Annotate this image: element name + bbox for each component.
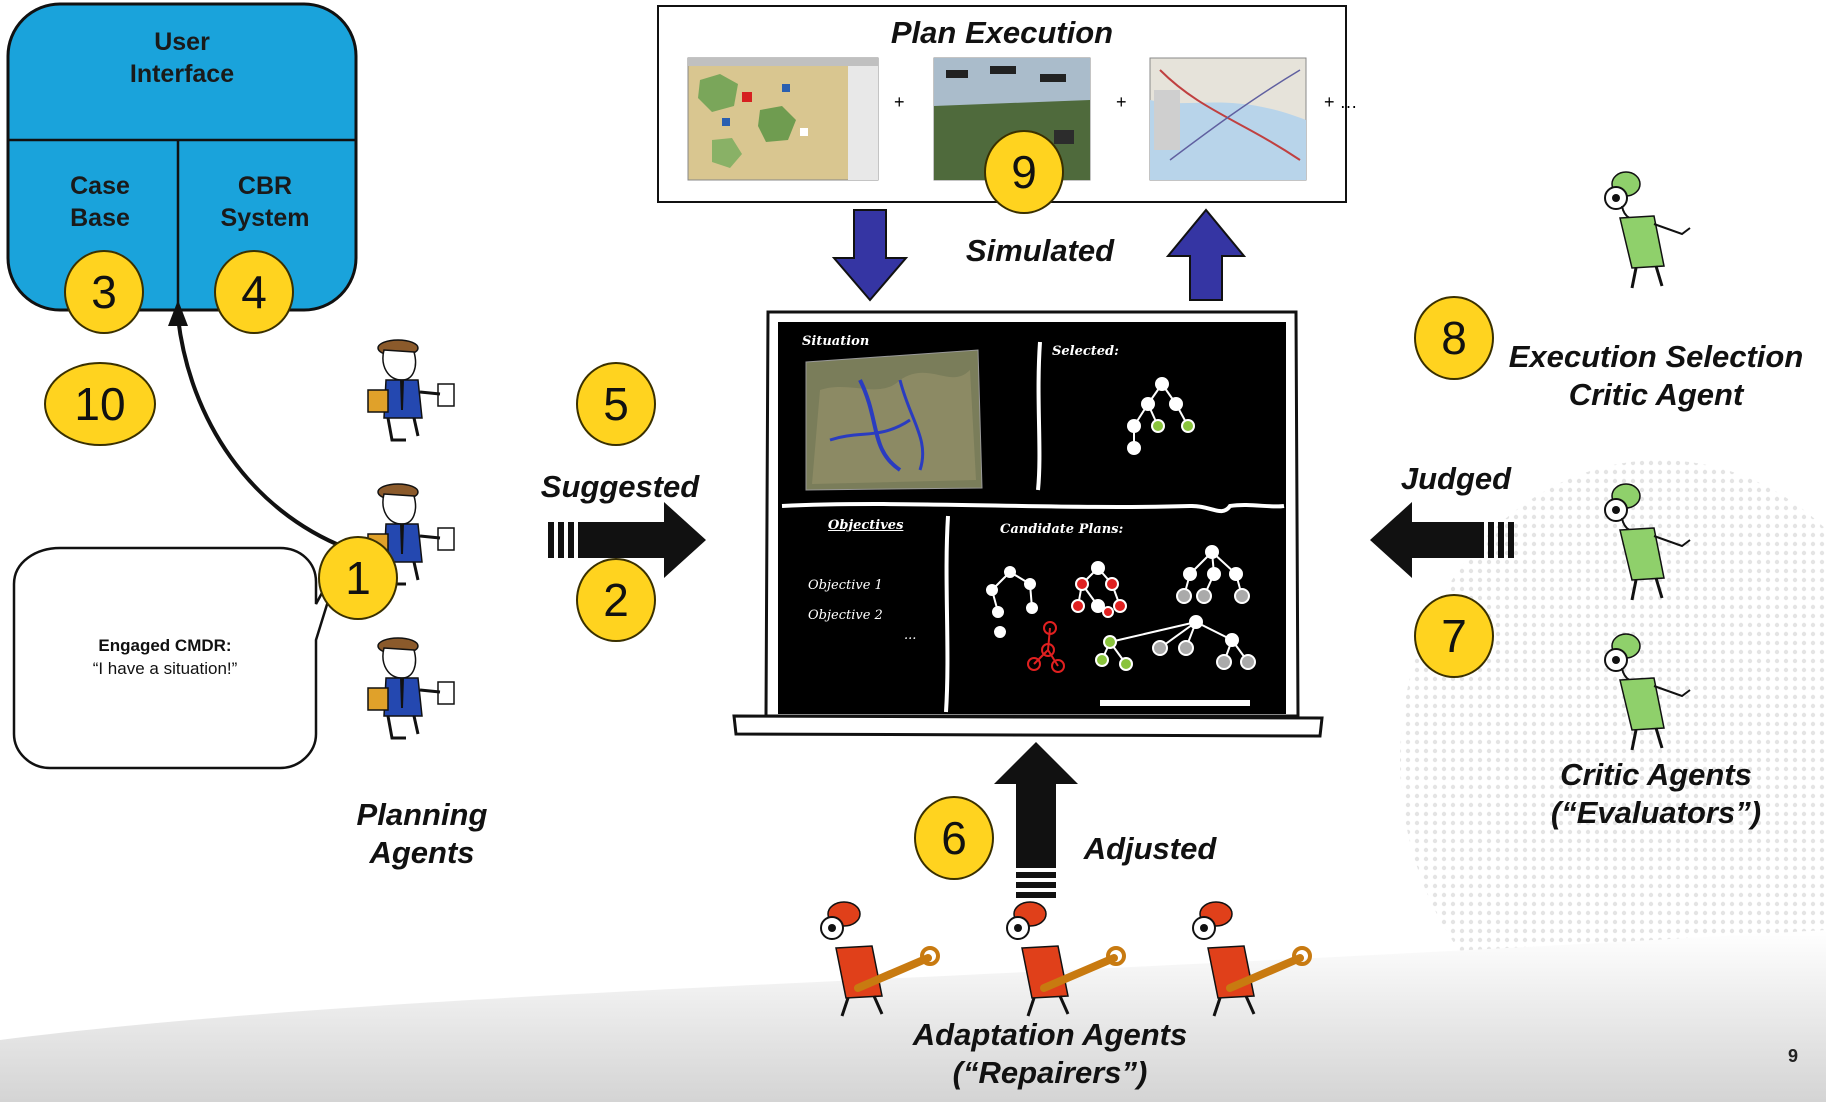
ui-title-line1: User bbox=[154, 28, 210, 56]
board-candidate-plans-label: Candidate Plans: bbox=[1000, 522, 1124, 537]
page-number: 9 bbox=[1788, 1046, 1799, 1066]
selected-plan-tree bbox=[1127, 377, 1195, 455]
situation-terrain-image bbox=[805, 349, 983, 491]
board-ledge bbox=[732, 714, 1324, 738]
board-situation-label: Situation bbox=[802, 334, 870, 349]
plus-sign-2: + bbox=[1116, 92, 1127, 112]
plan-execution-title: Plan Execution bbox=[890, 15, 1114, 50]
adaptation-agent-1 bbox=[821, 902, 938, 1016]
step-badge-9: 9 bbox=[984, 130, 1064, 214]
adaptation-agent-3 bbox=[1193, 902, 1310, 1016]
board-objective1: Objective 1 bbox=[808, 578, 883, 593]
candidate-plan-tree-4 bbox=[1095, 615, 1256, 671]
planning-agents-line1: Planning bbox=[356, 797, 488, 832]
up-arrow-icon bbox=[1165, 208, 1247, 301]
step-badge-5: 5 bbox=[576, 362, 656, 446]
suggested-label: Suggested bbox=[540, 469, 700, 504]
plus-sign-1: + bbox=[894, 92, 905, 112]
down-arrow-icon bbox=[831, 209, 909, 302]
step-badge-1: 1 bbox=[318, 536, 398, 620]
3d-sim-screenshot bbox=[933, 57, 1091, 181]
planning-agents-line2: Agents bbox=[369, 835, 475, 870]
candidate-plan-tree-red-2 bbox=[1071, 561, 1127, 618]
execution-selection-label: Execution Selection Critic Agent bbox=[1496, 338, 1816, 414]
adjusted-label: Adjusted bbox=[1083, 831, 1217, 866]
speech-text: Engaged CMDR: “I have a situation!” bbox=[20, 634, 310, 680]
step-badge-4: 4 bbox=[214, 250, 294, 334]
adaptation-agents-label: Adaptation Agents (“Repairers”) bbox=[880, 1016, 1220, 1092]
board-ellipsis: ... bbox=[904, 628, 917, 643]
step-badge-7: 7 bbox=[1414, 594, 1494, 678]
execution-selection-line2: Critic Agent bbox=[1568, 377, 1744, 412]
step-badge-10: 10 bbox=[44, 362, 156, 446]
execution-selection-line1: Execution Selection bbox=[1508, 339, 1804, 374]
left-arrow-icon bbox=[1370, 502, 1514, 578]
board-objectives-label: Objectives bbox=[828, 518, 904, 533]
judged-label: Judged bbox=[1400, 461, 1512, 496]
critic-agents-line2: (“Evaluators”) bbox=[1550, 795, 1762, 830]
curved-arrow-to-ui bbox=[168, 300, 347, 550]
planning-agents-label: Planning Agents bbox=[322, 796, 522, 872]
cbr-line1: CBR bbox=[237, 172, 293, 200]
ui-title-line2: Interface bbox=[129, 60, 235, 88]
plus-more: + … bbox=[1324, 92, 1358, 112]
speech-title: Engaged CMDR: bbox=[98, 636, 232, 655]
case-base-line1: Case bbox=[70, 172, 130, 200]
step-badge-6: 6 bbox=[914, 796, 994, 880]
speech-quote: “I have a situation!” bbox=[92, 659, 238, 678]
board-selected-label: Selected: bbox=[1052, 344, 1119, 359]
candidate-plan-tree-1 bbox=[986, 566, 1038, 638]
adaptation-line2: (“Repairers”) bbox=[952, 1055, 1148, 1090]
cbr-line2: System bbox=[220, 204, 310, 232]
case-base-line2: Base bbox=[70, 204, 130, 232]
board-objective2: Objective 2 bbox=[808, 608, 883, 623]
route-map-screenshot bbox=[1149, 57, 1307, 181]
critic-agents-line1: Critic Agents bbox=[1560, 757, 1752, 792]
case-base-label: Case Base bbox=[20, 170, 180, 234]
step-badge-3: 3 bbox=[64, 250, 144, 334]
cbr-system-label: CBR System bbox=[190, 170, 340, 234]
critic-agents-label: Critic Agents (“Evaluators”) bbox=[1536, 756, 1776, 832]
adaptation-agent-2 bbox=[1007, 902, 1124, 1016]
hex-map-screenshot bbox=[687, 57, 879, 181]
up-black-arrow-icon bbox=[994, 742, 1078, 898]
candidate-plan-tree-red-1 bbox=[1027, 621, 1065, 673]
simulated-label: Simulated bbox=[965, 233, 1115, 268]
step-badge-8: 8 bbox=[1414, 296, 1494, 380]
candidate-plan-tree-3 bbox=[1176, 545, 1250, 604]
step-badge-2: 2 bbox=[576, 558, 656, 642]
adaptation-line1: Adaptation Agents bbox=[912, 1017, 1188, 1052]
right-arrow-icon bbox=[548, 502, 706, 578]
user-interface-title: User Interface bbox=[8, 26, 356, 90]
